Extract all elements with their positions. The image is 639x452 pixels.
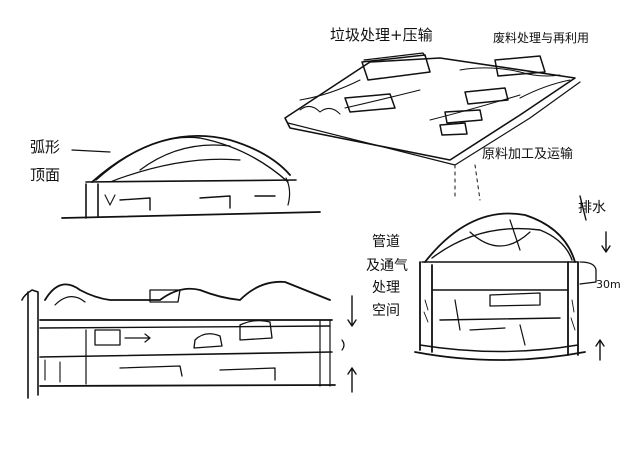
building-block-4: [464, 87, 509, 105]
label-pipe-1: 管道: [372, 234, 400, 250]
section-sketch: [21, 280, 357, 399]
building-block-5: [444, 109, 483, 124]
label-arc-roof-1: 弧形: [30, 138, 60, 156]
building-block-6: [439, 122, 468, 136]
building-block-2: [494, 55, 546, 77]
label-dim-30: 30m: [596, 278, 621, 291]
label-pipe-3: 处理: [372, 280, 400, 296]
label-pipe-4: 空间: [372, 303, 400, 319]
label-waste-reuse: 废料处理与再利用: [493, 30, 589, 45]
dome-section-sketch: 管道 及通气 处理 空间 排水 30m: [366, 195, 621, 361]
building-block-1: [361, 52, 431, 81]
label-arc-roof-2: 顶面: [30, 166, 60, 184]
dome-roof-sketch: 弧形 顶面: [30, 134, 321, 219]
label-pipe-2: 及通气: [366, 258, 408, 274]
label-material-processing: 原料加工及运输: [482, 146, 573, 162]
label-drainage: 排水: [578, 200, 606, 216]
label-garbage-processing: 垃圾处理+压输: [330, 26, 433, 44]
building-block-3: [344, 93, 396, 113]
site-plan-sketch: 垃圾处理+压输 废料处理与再利用 原料加工及运输: [284, 26, 589, 201]
